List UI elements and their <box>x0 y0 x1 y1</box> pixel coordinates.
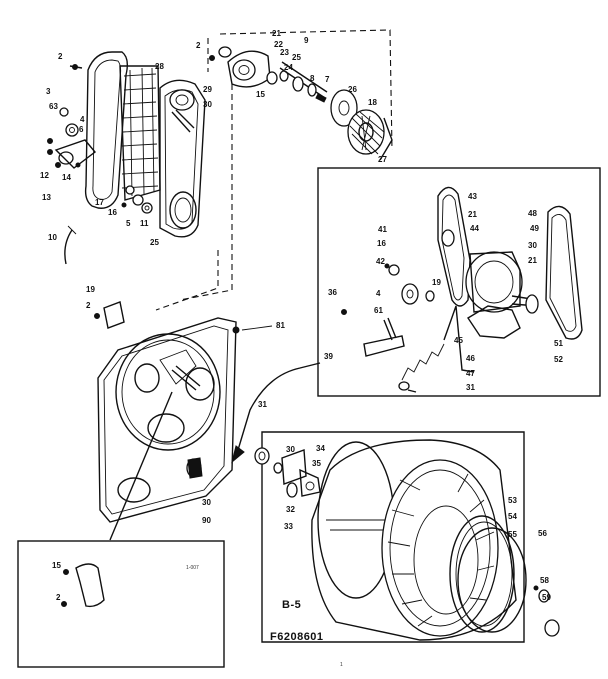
label-59: 59 <box>542 593 551 602</box>
page-mark: 1 <box>340 662 343 668</box>
fan-shaft-assembly <box>207 29 393 161</box>
label-31-inset: 31 <box>466 383 475 392</box>
label-54: 54 <box>508 512 517 521</box>
label-42: 42 <box>376 257 385 266</box>
label-25-a: 25 <box>292 53 301 62</box>
label-10: 10 <box>48 233 57 242</box>
label-90: 90 <box>202 516 211 525</box>
label-19-inset: 19 <box>432 278 441 287</box>
drum-assembly <box>254 431 560 643</box>
label-30-inset: 30 <box>528 241 537 250</box>
label-47: 47 <box>466 369 475 378</box>
label-58: 58 <box>540 576 549 585</box>
label-32: 32 <box>286 505 295 514</box>
label-4: 4 <box>80 115 85 124</box>
label-48: 48 <box>528 209 537 218</box>
label-34: 34 <box>316 444 325 453</box>
label-21-inset-b: 21 <box>528 256 537 265</box>
label-25-b: 25 <box>150 238 159 247</box>
section-label: B-5 <box>282 599 301 611</box>
label-51: 51 <box>554 339 563 348</box>
label-39: 39 <box>324 352 333 361</box>
label-2-c: 2 <box>86 301 91 310</box>
label-23: 23 <box>280 48 289 57</box>
label-35: 35 <box>312 459 321 468</box>
label-45: 45 <box>454 336 463 345</box>
label-21: 21 <box>272 29 281 38</box>
label-44: 44 <box>470 224 479 233</box>
label-22: 22 <box>274 40 283 49</box>
label-6: 6 <box>79 125 84 134</box>
label-16-inset: 16 <box>377 239 386 248</box>
label-11: 11 <box>140 219 149 228</box>
label-13: 13 <box>42 193 51 202</box>
bulkhead-panel <box>94 301 273 523</box>
label-26: 26 <box>348 85 357 94</box>
label-16: 16 <box>108 208 117 217</box>
label-46: 46 <box>466 354 475 363</box>
label-14: 14 <box>62 173 71 182</box>
callout-numbers-inset: 43 21 44 41 16 42 19 49 48 30 21 36 4 61… <box>324 192 563 392</box>
callout-numbers-main: 2 28 21 22 23 25 9 2 8 24 7 26 18 15 27 … <box>40 29 551 602</box>
label-4-inset: 4 <box>376 289 381 298</box>
label-61: 61 <box>374 306 383 315</box>
label-55: 55 <box>508 530 517 539</box>
label-2-inset: 2 <box>56 593 61 602</box>
small-tag: 1-007 <box>186 565 199 571</box>
connector-lines <box>155 84 321 464</box>
label-30-a: 30 <box>203 100 212 109</box>
label-41: 41 <box>378 225 387 234</box>
inset-box-motor <box>317 167 601 397</box>
label-12: 12 <box>40 171 49 180</box>
label-30-b: 30 <box>286 445 295 454</box>
label-24: 24 <box>284 63 293 72</box>
label-27: 27 <box>378 155 387 164</box>
label-19: 19 <box>86 285 95 294</box>
label-9: 9 <box>304 36 309 45</box>
label-33: 33 <box>284 522 293 531</box>
label-49: 49 <box>530 224 539 233</box>
label-3: 3 <box>46 87 51 96</box>
label-56: 56 <box>538 529 547 538</box>
label-52: 52 <box>554 355 563 364</box>
label-7: 7 <box>325 75 330 84</box>
label-28: 28 <box>155 62 164 71</box>
label-53: 53 <box>508 496 517 505</box>
label-15: 15 <box>256 90 265 99</box>
part-code: F6208601 <box>270 631 324 643</box>
label-8: 8 <box>310 74 315 83</box>
diagram-text-marks: B-5 F6208601 1-007 1 <box>186 565 343 668</box>
heater-belt-assembly <box>47 51 206 265</box>
label-29: 29 <box>203 85 212 94</box>
label-81: 81 <box>276 321 285 330</box>
label-43: 43 <box>468 192 477 201</box>
label-36: 36 <box>328 288 337 297</box>
label-17: 17 <box>95 198 104 207</box>
label-21-inset-a: 21 <box>468 210 477 219</box>
label-18: 18 <box>368 98 377 107</box>
label-63: 63 <box>49 102 58 111</box>
label-30-c: 30 <box>202 498 211 507</box>
label-5: 5 <box>126 219 131 228</box>
label-2-a: 2 <box>58 52 63 61</box>
label-31: 31 <box>258 400 267 409</box>
label-2-b: 2 <box>196 41 201 50</box>
inset-box-lower-left <box>17 391 225 668</box>
label-15-inset: 15 <box>52 561 61 570</box>
